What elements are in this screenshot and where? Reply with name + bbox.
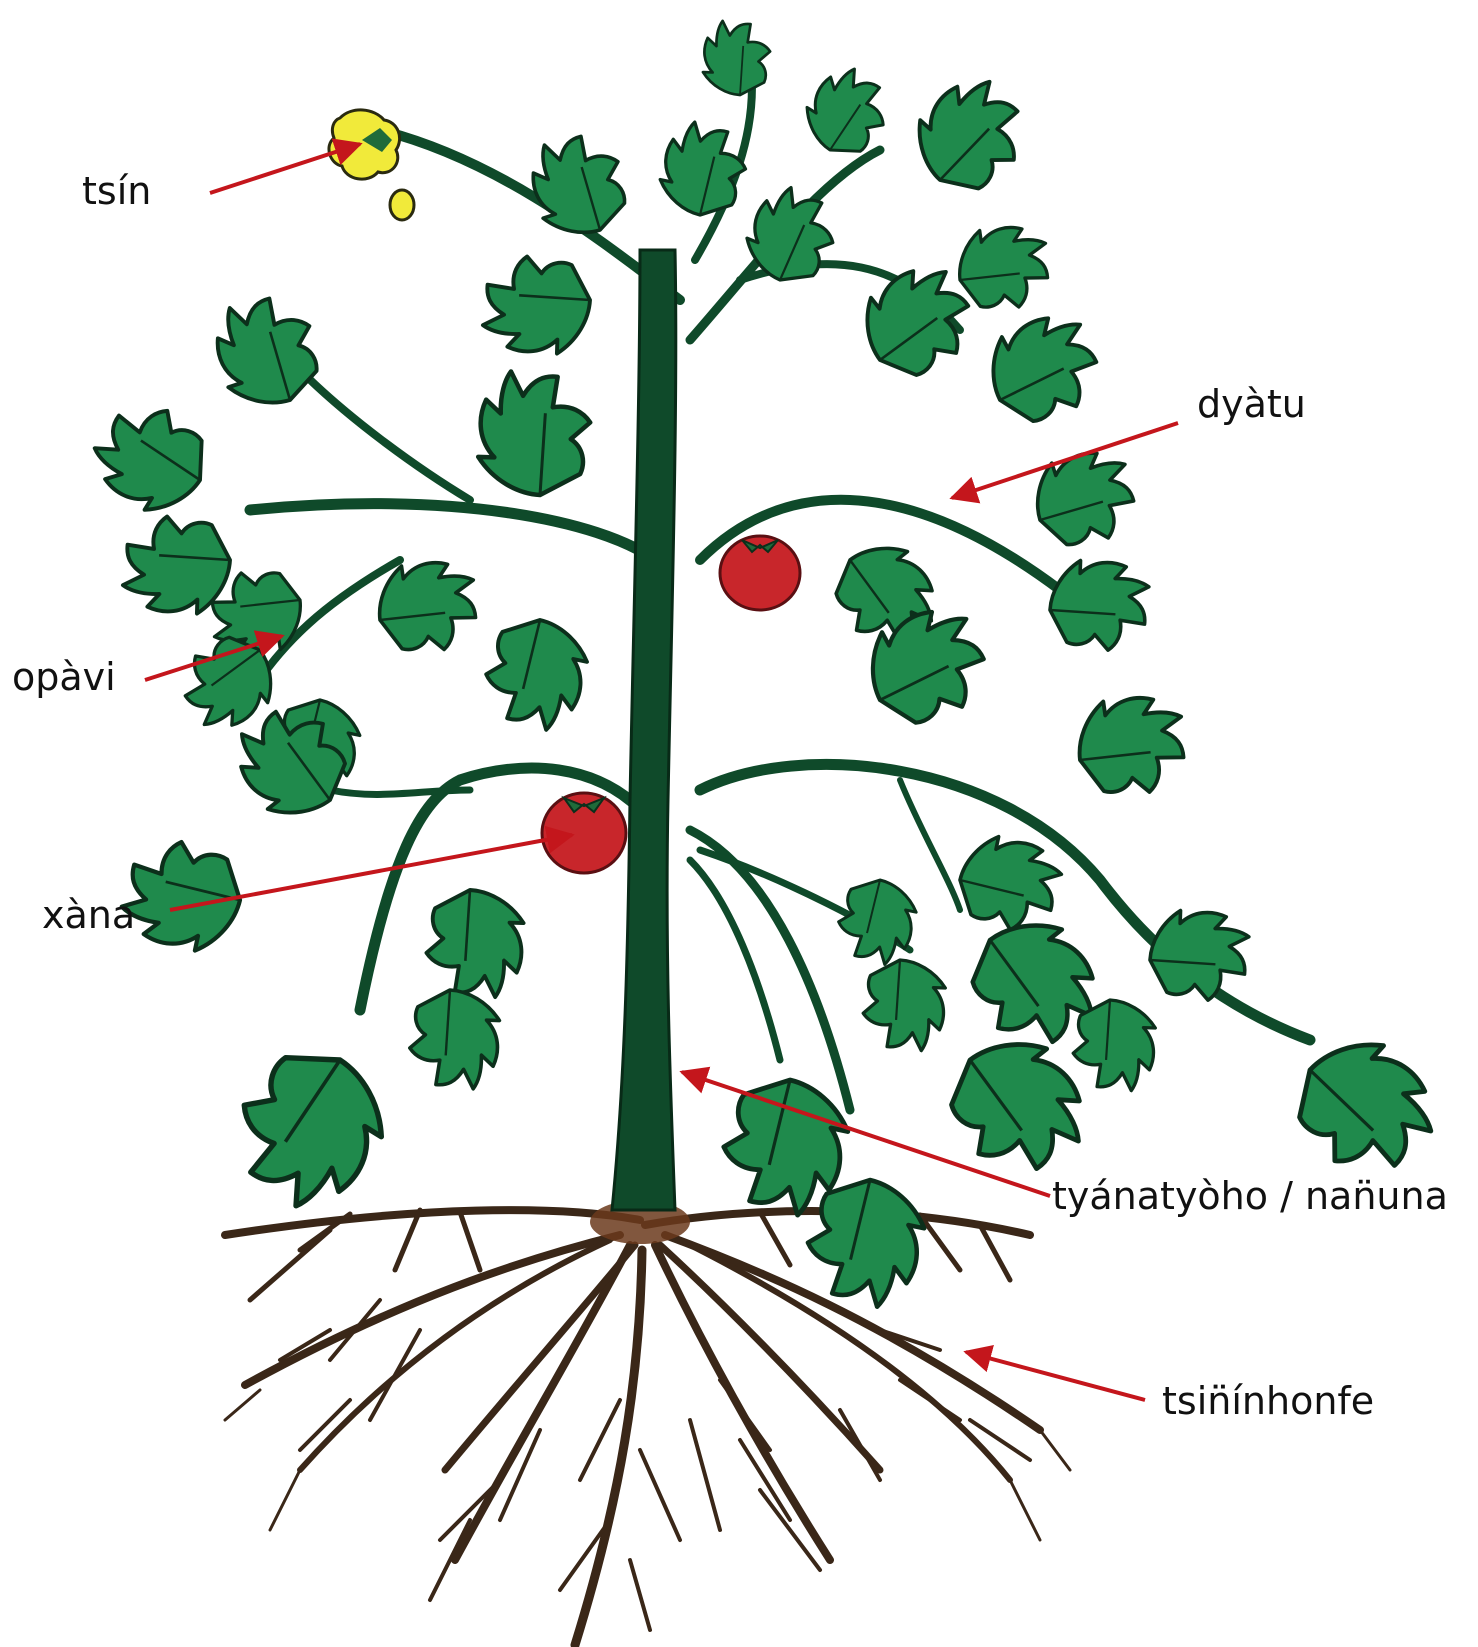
root-system (225, 1210, 1070, 1645)
flower-open (329, 110, 400, 179)
arrow-roots (966, 1352, 1145, 1400)
flowers (329, 110, 414, 220)
leaves (86, 9, 1453, 1316)
arrow-flower (210, 144, 360, 193)
main-stem (612, 250, 676, 1210)
label-stem: tyánatyòho / nan̈una (1052, 1177, 1448, 1215)
label-leaf: opàvi (12, 658, 116, 696)
label-branch: dyàtu (1197, 385, 1306, 423)
flower-bud (390, 190, 414, 220)
label-flower: tsín (82, 172, 151, 210)
label-roots: tsin̈̈ínhonfe (1162, 1382, 1374, 1420)
label-fruit: xàna (42, 896, 135, 934)
